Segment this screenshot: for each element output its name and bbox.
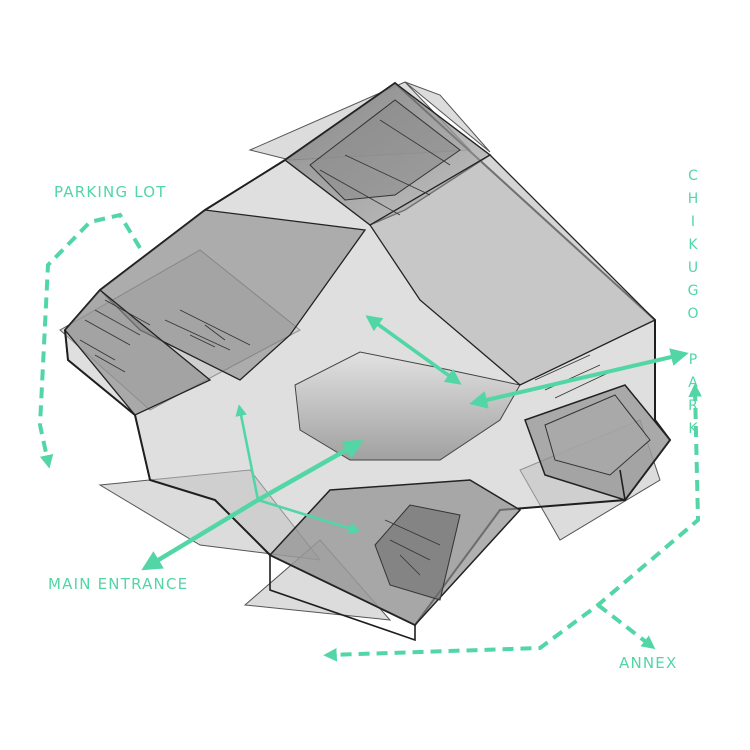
- chikugo-park-letter: C: [688, 168, 698, 184]
- parking-lot-label: PARKING LOT: [54, 183, 167, 201]
- annex-label: ANNEX: [619, 654, 678, 672]
- parking-lot-route: [37, 212, 142, 469]
- chikugo-park-letter: A: [688, 375, 698, 391]
- main-entrance-arrows: [141, 315, 689, 571]
- chikugo-park-letter: P: [688, 352, 698, 368]
- annex-branch-route: [596, 603, 656, 650]
- chikugo-park-letter: K: [688, 421, 698, 437]
- chikugo-park-letter: U: [687, 260, 699, 276]
- building-volume: [63, 81, 672, 642]
- main-entrance-label: MAIN ENTRANCE: [48, 575, 189, 593]
- chikugo-park-letter: O: [687, 306, 699, 322]
- chikugo-park-letter: G: [687, 283, 699, 299]
- chikugo-park-letter: H: [687, 191, 699, 207]
- chikugo-park-letter: I: [690, 214, 696, 230]
- chikugo-park-letter: K: [688, 237, 698, 253]
- chikugo-park-letter: [684, 326, 702, 349]
- chikugo-park-letter: R: [688, 398, 698, 414]
